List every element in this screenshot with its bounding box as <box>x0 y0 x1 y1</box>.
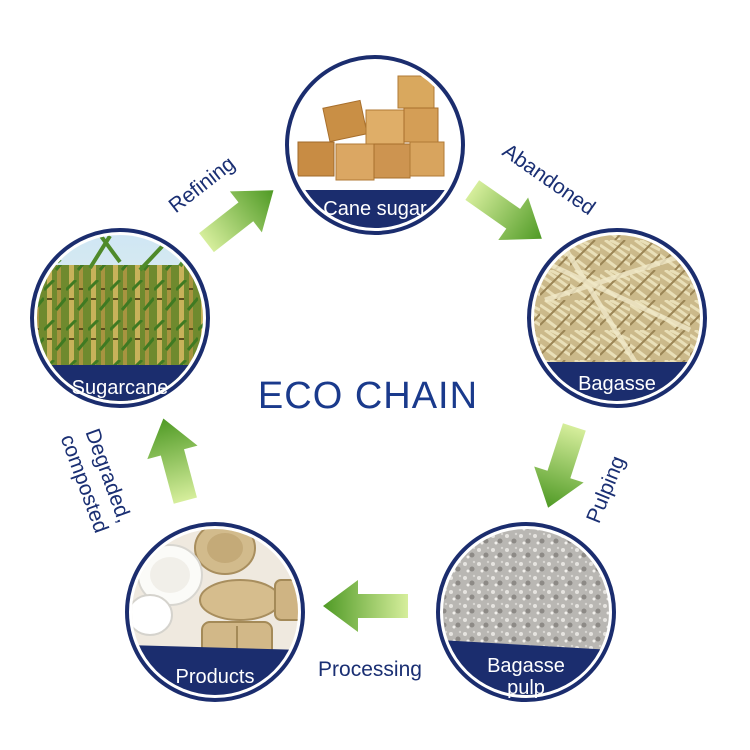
arrow-degraded <box>147 418 198 504</box>
node-sugarcane: Sugarcane <box>30 228 210 408</box>
step-label-refining: Refining <box>165 152 240 218</box>
sugarcane-photo <box>37 235 203 401</box>
node-bagasse-pulp: Bagasse pulp <box>436 522 616 702</box>
node-cane-sugar: Cane sugar <box>285 55 465 235</box>
sugar-cubes <box>297 75 445 181</box>
sugarcane-label: Sugarcane <box>72 377 169 399</box>
arrow-abandoned <box>465 180 542 241</box>
products-label: Products <box>176 666 255 688</box>
diagram-title: ECO CHAIN <box>258 375 478 417</box>
node-products: Products <box>125 522 305 702</box>
bagasse-label: Bagasse <box>578 373 656 395</box>
arrow-processing <box>323 580 408 632</box>
step-label-processing: Processing <box>318 658 422 681</box>
arrow-refining <box>199 190 274 253</box>
bagasse-pulp-label-line1: Bagasse <box>487 655 565 677</box>
step-label-pulping: Pulping <box>582 453 630 527</box>
arrow-pulping <box>534 423 586 508</box>
cane-sugar-label: Cane sugar <box>323 198 427 220</box>
node-bagasse: Bagasse <box>527 228 707 408</box>
bagasse-photo <box>534 235 700 401</box>
bagasse-pulp-label-line2: pulp <box>507 677 545 699</box>
cane-sugar-photo <box>292 62 458 228</box>
